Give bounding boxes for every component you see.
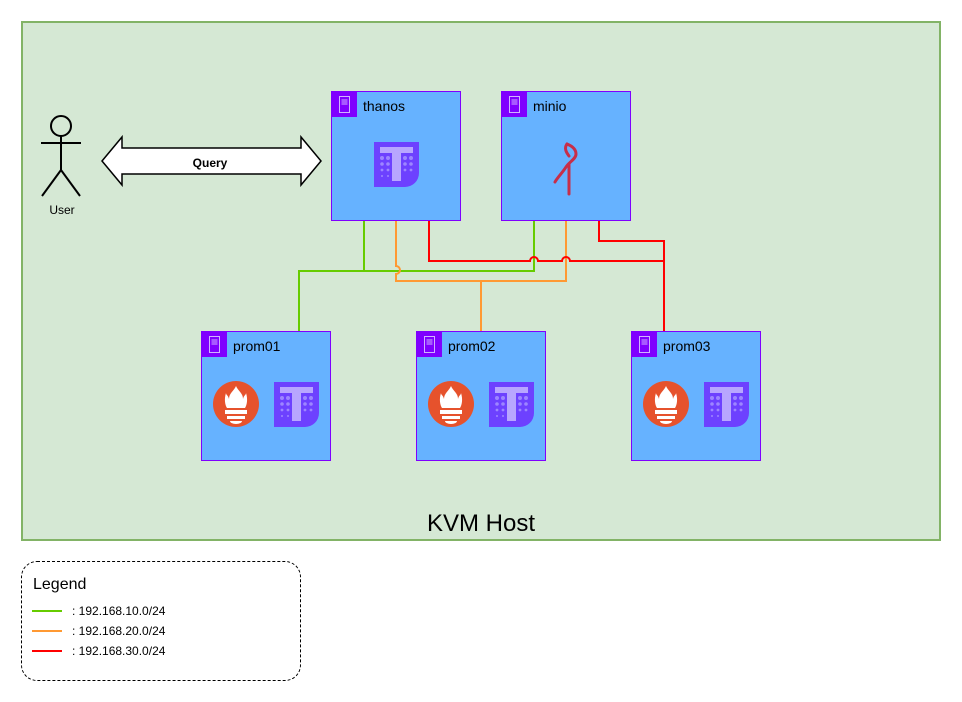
node-label: prom02 (448, 338, 496, 354)
server-icon (639, 336, 650, 353)
legend: Legend : 192.168.10.0/24 : 192.168.20.0/… (21, 561, 301, 681)
minio-flamingo-icon (553, 142, 578, 196)
link-net20 (395, 221, 567, 331)
server-tag (632, 332, 657, 357)
thanos-icon (489, 382, 534, 427)
legend-label: : 192.168.10.0/24 (72, 604, 166, 618)
server-icon (424, 336, 435, 353)
legend-item: : 192.168.10.0/24 (32, 604, 292, 618)
kvm-host-title: KVM Host (426, 510, 536, 537)
query-label: Query (192, 156, 228, 170)
node-prom01[interactable]: prom01 (201, 331, 331, 461)
node-prom02[interactable]: prom02 (416, 331, 546, 461)
link-net10 (298, 221, 535, 331)
node-label: minio (533, 98, 567, 114)
node-label: thanos (363, 98, 406, 114)
server-icon (339, 96, 350, 113)
legend-item: : 192.168.30.0/24 (32, 644, 292, 658)
node-prom03[interactable]: prom03 (631, 331, 761, 461)
user-actor-icon (41, 115, 81, 197)
server-tag (202, 332, 227, 357)
server-icon (509, 96, 520, 113)
user-label: User (49, 203, 75, 217)
node-label: prom01 (233, 338, 281, 354)
server-tag (417, 332, 442, 357)
legend-label: : 192.168.20.0/24 (72, 624, 166, 638)
prometheus-icon (428, 381, 474, 427)
node-thanos[interactable]: thanos (331, 91, 461, 221)
legend-title: Legend (33, 576, 87, 593)
server-tag (502, 92, 527, 117)
thanos-icon (274, 382, 319, 427)
legend-label: : 192.168.30.0/24 (72, 644, 166, 658)
server-tag (332, 92, 357, 117)
legend-swatch-net30 (32, 650, 62, 652)
legend-swatch-net20 (32, 630, 62, 632)
prometheus-icon (643, 381, 689, 427)
prometheus-icon (213, 381, 259, 427)
thanos-icon (374, 142, 419, 187)
query-arrow (101, 134, 322, 188)
thanos-icon (704, 382, 749, 427)
node-minio[interactable]: minio (501, 91, 631, 221)
legend-swatch-net10 (32, 610, 62, 612)
server-icon (209, 336, 220, 353)
legend-item: : 192.168.20.0/24 (32, 624, 292, 638)
link-net30 (428, 221, 665, 331)
node-label: prom03 (663, 338, 711, 354)
